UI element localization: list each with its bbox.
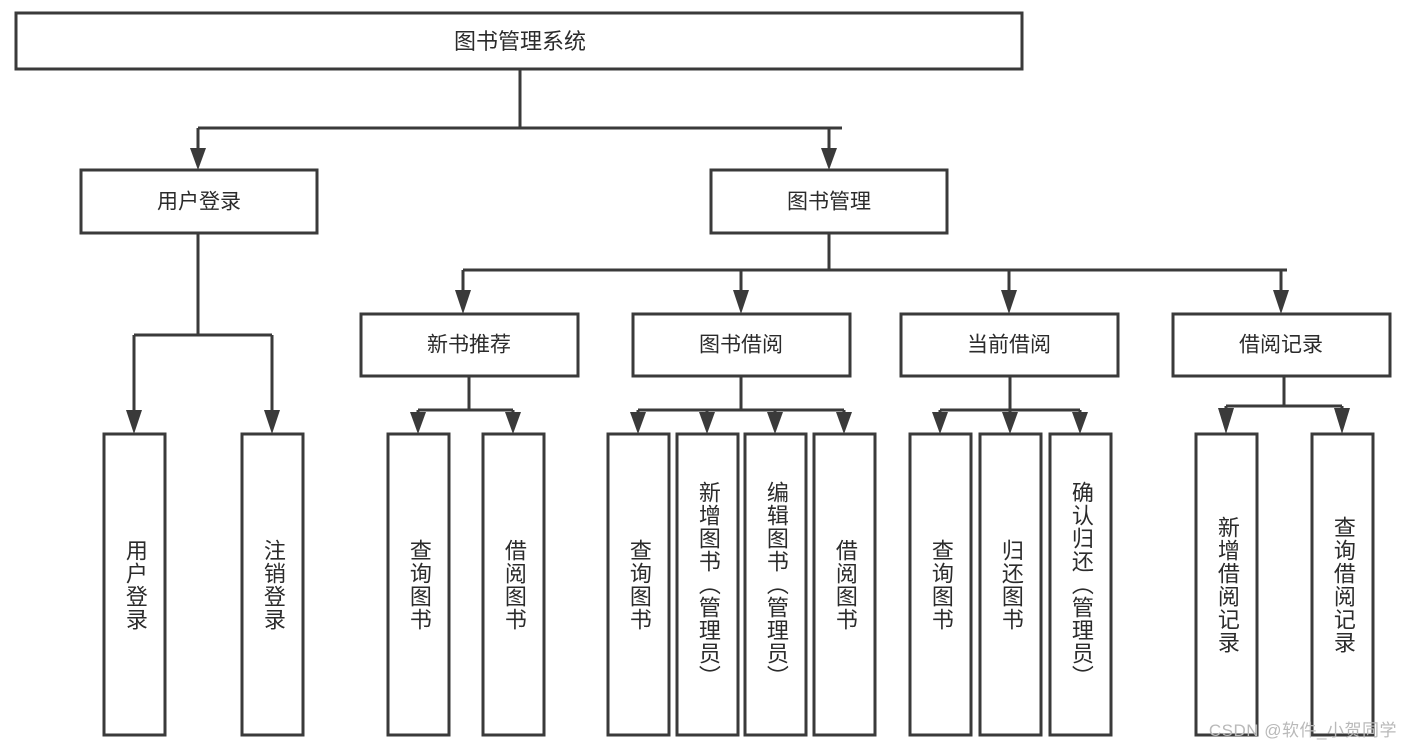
node-root-label: 图书管理系统 — [454, 29, 586, 54]
arrow-head-book-management — [821, 148, 837, 170]
node-leaf-add-book[interactable] — [675, 432, 740, 737]
node-leaf-borrow-book-1[interactable] — [481, 432, 546, 737]
arrow-head-book-borrow — [733, 290, 749, 314]
arrow-head-leaf-query-book-1 — [410, 412, 426, 434]
node-root[interactable] — [14, 11, 1024, 71]
csdn-watermark: CSDN @软件_小贺同学 — [1208, 721, 1397, 740]
node-borrow-records[interactable] — [1171, 312, 1392, 378]
node-current-borrow-label: 当前借阅 — [967, 334, 1051, 357]
node-borrow-records-label: 借阅记录 — [1239, 334, 1323, 357]
node-book-borrow-label: 图书借阅 — [699, 334, 783, 357]
node-new-book-recommend[interactable] — [359, 312, 580, 378]
node-leaf-confirm-return[interactable] — [1048, 432, 1113, 737]
arrow-head-leaf-query-book-3 — [932, 412, 948, 434]
node-leaf-add-record[interactable] — [1194, 432, 1259, 737]
node-leaf-logout[interactable] — [240, 432, 305, 737]
node-user-login-label: 用户登录 — [157, 191, 241, 214]
arrow-head-leaf-add-record — [1218, 408, 1234, 434]
node-leaf-user-login[interactable] — [102, 432, 167, 737]
arrow-head-leaf-query-book-2 — [630, 412, 646, 434]
arrow-head-leaf-query-record — [1334, 408, 1350, 434]
arrow-head-leaf-borrow-book-2 — [836, 412, 852, 434]
node-current-borrow[interactable] — [899, 312, 1120, 378]
arrow-head-leaf-return-book — [1002, 412, 1018, 434]
connector-layer — [126, 69, 1350, 434]
node-leaf-query-record[interactable] — [1310, 432, 1375, 737]
arrow-head-leaf-confirm-return — [1072, 412, 1088, 434]
node-leaf-borrow-book-2[interactable] — [812, 432, 877, 737]
node-user-login[interactable] — [79, 168, 319, 235]
arrow-head-new-book-recommend — [455, 290, 471, 314]
node-leaf-query-book-1[interactable] — [386, 432, 451, 737]
node-new-book-recommend-label: 新书推荐 — [427, 334, 511, 357]
arrow-head-user-login — [190, 148, 206, 170]
node-leaf-query-book-2[interactable] — [606, 432, 671, 737]
arrow-head-leaf-borrow-book-1 — [505, 412, 521, 434]
arrow-head-leaf-edit-book — [767, 412, 783, 434]
node-book-borrow[interactable] — [631, 312, 852, 378]
node-leaf-edit-book[interactable] — [743, 432, 808, 737]
node-leaf-return-book[interactable] — [978, 432, 1043, 737]
arrow-head-borrow-records — [1273, 290, 1289, 314]
node-book-management[interactable] — [709, 168, 949, 235]
node-book-management-label: 图书管理 — [787, 191, 871, 214]
arrow-head-current-borrow — [1001, 290, 1017, 314]
arrow-head-leaf-add-book — [699, 412, 715, 434]
arrow-head-leaf-logout — [264, 410, 280, 434]
arrow-head-leaf-user-login — [126, 410, 142, 434]
node-layer: 图书管理系统 用户登录 图书管理 新书推荐 图书借阅 当前借阅 借阅记录 — [14, 11, 1392, 737]
node-leaf-query-book-3[interactable] — [908, 432, 973, 737]
